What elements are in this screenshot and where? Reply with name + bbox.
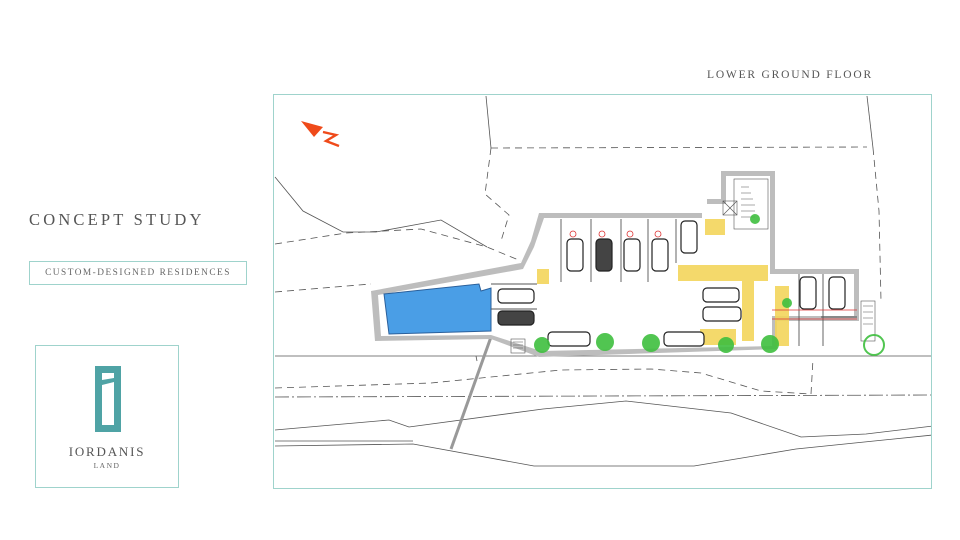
brand-logo-card: IORDANIS LAND (35, 345, 179, 488)
subtitle-badge: CUSTOM-DESIGNED RESIDENCES (29, 261, 247, 285)
floor-plan-svg (274, 95, 931, 467)
north-arrow-icon (301, 121, 340, 148)
car-icons (497, 220, 846, 347)
floor-plan-drawing (273, 94, 932, 489)
brand-sub: LAND (93, 461, 121, 470)
iordanis-logo-icon (95, 366, 121, 432)
subtitle-text: CUSTOM-DESIGNED RESIDENCES (45, 268, 231, 278)
brand-name: IORDANIS (68, 444, 146, 459)
floor-title: LOWER GROUND FLOOR (707, 69, 873, 81)
concept-study-title: CONCEPT STUDY (29, 210, 205, 229)
